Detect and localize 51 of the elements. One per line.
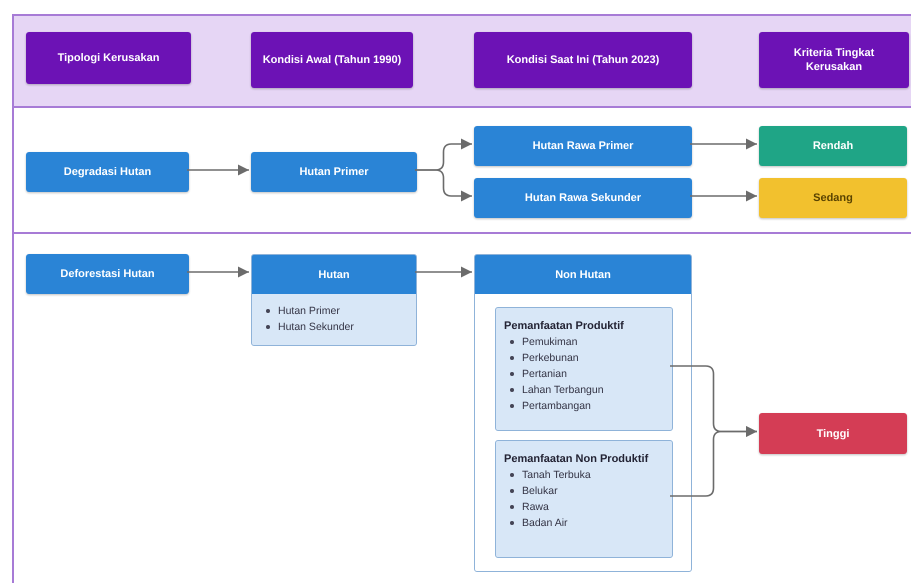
category-heading: Pemanfaatan Non Produktif	[504, 452, 650, 467]
group-box	[474, 254, 692, 572]
list-item: Pertanian	[522, 368, 567, 380]
arrow	[415, 169, 472, 202]
arrow	[670, 426, 757, 497]
list-item: Hutan Sekunder	[278, 321, 354, 333]
box-label: Rendah	[812, 139, 854, 153]
box-label: Deforestasi Hutan	[60, 267, 155, 281]
list-item: Badan Air	[522, 517, 568, 529]
process-box	[474, 126, 692, 166]
column-header-box	[474, 32, 692, 88]
list-item: Lahan Terbangun	[522, 384, 604, 396]
box-label: Tipologi Kerusakan	[58, 51, 160, 65]
arrow	[187, 164, 249, 176]
column-header-box	[26, 32, 191, 84]
box-label: Kondisi Awal (Tahun 1990)	[262, 53, 402, 67]
arrow	[415, 266, 472, 278]
list-item: Pemukiman	[522, 336, 578, 348]
category-box	[495, 307, 673, 431]
box-label: Hutan Primer	[299, 165, 369, 179]
arrow	[690, 138, 757, 150]
box-label: Sedang	[813, 191, 853, 205]
list-item: Pertambangan	[522, 400, 591, 412]
list-item: Perkebunan	[522, 352, 579, 364]
list-item: Rawa	[522, 501, 549, 513]
box-label: Hutan Rawa Primer	[532, 139, 634, 153]
list-item: Tanah Terbuka	[522, 469, 591, 481]
process-box	[26, 152, 189, 192]
box-label: Hutan Rawa Sekunder	[524, 191, 642, 205]
list-card	[251, 254, 417, 346]
box-label: Kondisi Saat Ini (Tahun 2023)	[506, 53, 660, 67]
column-header-box	[251, 32, 413, 88]
header-label: Hutan	[318, 268, 350, 282]
level-box	[759, 126, 907, 166]
box-label: Degradasi Hutan	[64, 165, 152, 179]
header-label: Non Hutan	[555, 268, 611, 282]
category-heading: Pemanfaatan Produktif	[504, 319, 625, 334]
header-band	[12, 14, 911, 108]
list-item: Belukar	[522, 485, 558, 497]
box-label: Tinggi	[816, 426, 850, 440]
level-box	[759, 413, 907, 454]
category-box	[495, 440, 673, 558]
process-box	[474, 178, 692, 218]
box-label: Kriteria Tingkat Kerusakan	[792, 46, 876, 74]
level-box	[759, 178, 907, 218]
list-item: Hutan Primer	[278, 305, 340, 317]
process-box	[26, 254, 189, 294]
column-header-box	[759, 32, 909, 88]
arrow	[187, 266, 249, 278]
process-box	[251, 152, 417, 192]
arrow	[690, 190, 757, 202]
